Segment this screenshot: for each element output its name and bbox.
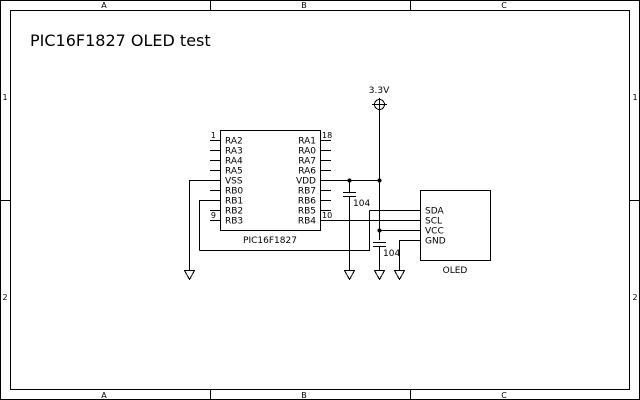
ground-icon xyxy=(183,270,196,281)
ground-icon xyxy=(393,270,406,281)
row-label-right: 1 xyxy=(632,93,637,102)
ic-pin-label: VDD xyxy=(296,177,316,187)
schematic-title: PIC16F1827 OLED test xyxy=(30,31,211,50)
row-label-left: 1 xyxy=(2,93,7,102)
ic-pin-label: RB0 xyxy=(225,187,243,197)
ic-pin-label: RA6 xyxy=(298,167,316,177)
column-label-top: A xyxy=(101,1,107,10)
ic-pin-label: RA0 xyxy=(298,147,316,157)
ic-pin-label: RB6 xyxy=(298,197,316,207)
row-label-right: 2 xyxy=(632,293,637,302)
ic-pin-label: RB2 xyxy=(225,207,243,217)
ic-pin-label: RB3 xyxy=(225,217,243,227)
oled-name: OLED xyxy=(443,266,468,276)
pin-number-18: 18 xyxy=(322,131,332,140)
inner-border xyxy=(10,10,630,390)
column-label-bottom: C xyxy=(501,391,507,400)
ic-pin-label: RA4 xyxy=(225,157,243,167)
ic-pin-label: RB1 xyxy=(225,197,243,207)
power-3v3-symbol: 3.3V xyxy=(369,86,390,111)
column-label-bottom: A xyxy=(101,391,107,400)
row-label-left: 2 xyxy=(2,293,7,302)
ground-symbols xyxy=(183,270,406,281)
ic-pin-label: RA2 xyxy=(225,137,243,147)
ic-pin-label: VSS xyxy=(225,177,243,187)
ic-pin-label: RA7 xyxy=(298,157,316,167)
column-label-top: C xyxy=(501,1,507,10)
oled-pin-label: GND xyxy=(425,237,446,247)
ground-icon xyxy=(343,270,356,281)
pin-number-1: 1 xyxy=(211,131,216,140)
capacitor-value: 104 xyxy=(353,199,370,209)
wires xyxy=(189,110,420,270)
ic-pin-label: RA1 xyxy=(298,137,316,147)
oled-body xyxy=(420,190,491,261)
column-label-top: B xyxy=(301,1,307,10)
ground-icon xyxy=(373,270,386,281)
ic-pin-label: RB4 xyxy=(298,217,316,227)
oled-pin-label: VCC xyxy=(425,227,444,237)
capacitor-c2: 104 xyxy=(373,242,400,270)
ic-pin-label: RB7 xyxy=(298,187,316,197)
power-label: 3.3V xyxy=(369,86,390,96)
ic-pin-label: RA3 xyxy=(225,147,243,157)
ic-pin-label: RB5 xyxy=(298,207,316,217)
capacitor-c1: 104 xyxy=(343,180,370,270)
pin-number-10: 10 xyxy=(322,211,332,220)
capacitor-value: 104 xyxy=(383,249,400,259)
column-label-bottom: B xyxy=(301,391,307,400)
oled-pin-label: SDA xyxy=(425,207,444,217)
oled-pin-label: SCL xyxy=(425,217,442,227)
junction-dot xyxy=(377,178,382,183)
junction-dot xyxy=(377,228,382,233)
ic-pin-label: RA5 xyxy=(225,167,243,177)
pin-number-9: 9 xyxy=(211,211,216,220)
pic16f1827-ic: PIC16F1827 1 9 18 10 RA2RA3RA4RA5VSSRB0R… xyxy=(210,130,332,246)
ic-name: PIC16F1827 xyxy=(243,236,297,246)
